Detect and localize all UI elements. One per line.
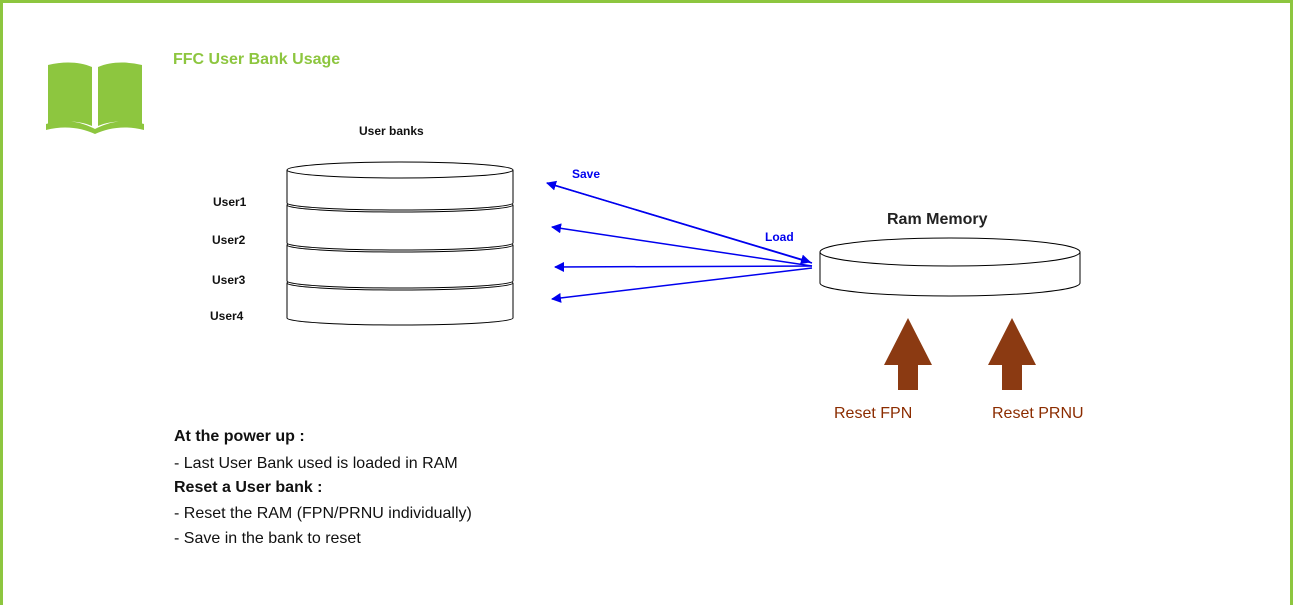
- reset-prnu-label: Reset PRNU: [992, 405, 1084, 422]
- user-bank-label: User2: [212, 233, 246, 247]
- load-label: Load: [765, 230, 794, 244]
- ram-memory-label: Ram Memory: [887, 211, 988, 228]
- note-heading-power-up: At the power up :: [174, 428, 305, 445]
- user-banks-label: User banks: [359, 124, 424, 138]
- note-line: - Reset the RAM (FPN/PRNU individually): [174, 505, 472, 522]
- page-title: FFC User Bank Usage: [173, 51, 340, 68]
- load-arrow: [546, 182, 811, 265]
- reset-prnu-arrow: [988, 318, 1036, 390]
- user-bank-label: User4: [210, 309, 244, 323]
- ram-memory-cylinder: [819, 237, 1081, 297]
- note-line: - Last User Bank used is loaded in RAM: [174, 455, 458, 472]
- user-bank-labels: User1 User2 User3 User4: [210, 195, 247, 323]
- reset-fpn-arrow: [884, 318, 932, 390]
- reset-arrows: [884, 318, 1036, 390]
- note-heading-reset: Reset a User bank :: [174, 479, 323, 496]
- user-bank-label: User1: [213, 195, 247, 209]
- user-bank-label: User3: [212, 273, 246, 287]
- reset-fpn-label: Reset FPN: [834, 405, 912, 422]
- save-arrow: [551, 223, 813, 267]
- book-icon: [46, 62, 144, 134]
- save-arrow: [554, 261, 813, 272]
- transfer-arrows: [546, 180, 813, 303]
- save-arrow: [551, 267, 813, 303]
- save-label: Save: [572, 167, 600, 181]
- note-line: - Save in the bank to reset: [174, 530, 361, 547]
- user-banks-stack: [286, 161, 514, 326]
